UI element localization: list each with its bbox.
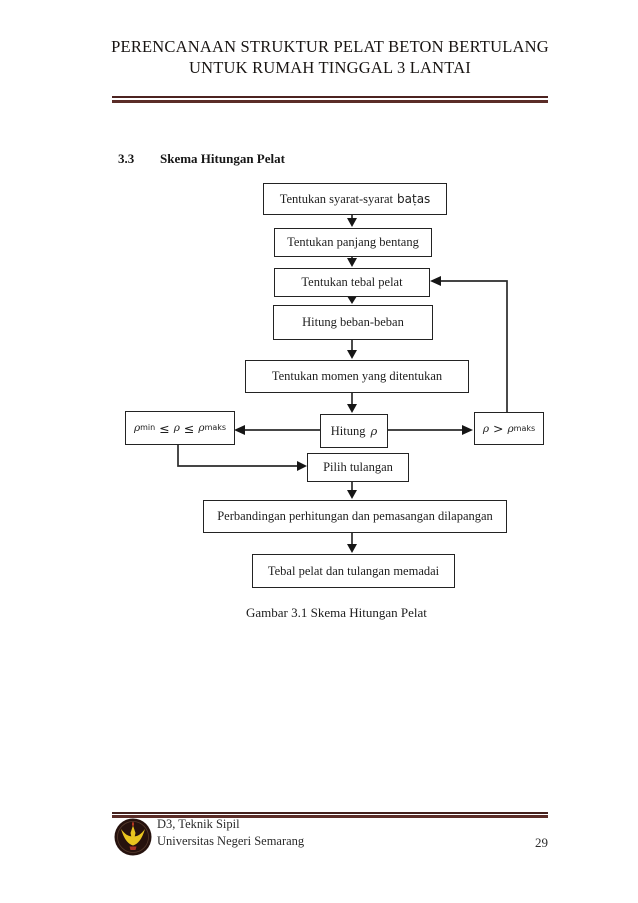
footer-university: Universitas Negeri Semarang xyxy=(157,833,305,848)
footer-divider-thick-line xyxy=(112,815,548,818)
flow-box-pilih-label: Pilih tulangan xyxy=(323,460,393,474)
flow-box-memadai: Tebal pelat dan tulangan memadai xyxy=(252,554,455,588)
leq-operator: ≤ xyxy=(159,420,170,436)
rho-symbol: ρ xyxy=(482,422,489,435)
flow-box-pilih-tulangan: Pilih tulangan xyxy=(307,453,409,482)
rho-symbol: ρ xyxy=(173,422,180,434)
flow-box-beban-label: Hitung beban-beban xyxy=(302,315,404,329)
flow-box-syarat-batas: Tentukan syarat-syarat baṭas xyxy=(263,183,447,215)
flow-box-syarat-label: Tentukan syarat-syarat xyxy=(279,191,394,206)
title-divider-thin-line xyxy=(112,96,548,98)
rho-symbol: ρ xyxy=(507,422,514,435)
flow-box-perbandingan-label: Perbandingan perhitungan dan pemasangan … xyxy=(217,509,493,523)
flow-box-hitung-label: Hitung xyxy=(330,423,366,438)
title-divider-gap xyxy=(112,98,548,100)
flow-box-tebal-pelat: Tentukan tebal pelat xyxy=(274,268,430,297)
section-heading: 3.3 Skema Hitungan Pelat xyxy=(118,151,285,167)
page-number: 29 xyxy=(535,835,548,850)
flow-box-panjang-bentang: Tentukan panjang bentang xyxy=(274,228,432,257)
footer-divider-gap xyxy=(112,814,548,815)
flow-box-tebal-label: Tentukan tebal pelat xyxy=(301,275,403,289)
flow-box-panjang-label: Tentukan panjang bentang xyxy=(287,235,419,249)
title-line-2: UNTUK RUMAH TINGGAL 3 LANTAI xyxy=(189,58,471,77)
flow-box-perbandingan: Perbandingan perhitungan dan pemasangan … xyxy=(203,500,507,533)
figure-caption: Gambar 3.1 Skema Hitungan Pelat xyxy=(246,605,427,620)
flow-box-beban: Hitung beban-beban xyxy=(273,305,433,340)
unnes-logo-icon xyxy=(114,818,152,856)
section-title: Skema Hitungan Pelat xyxy=(160,151,285,166)
title-divider-thick-line xyxy=(112,100,548,103)
flow-box-momen-label: Tentukan momen yang ditentukan xyxy=(271,369,443,383)
flow-box-momen: Tentukan momen yang ditentukan xyxy=(245,360,469,393)
flow-box-syarat-suffix: baṭas xyxy=(397,192,431,206)
footer-divider-thin-line xyxy=(112,812,548,814)
rho-symbol: ρ xyxy=(370,424,378,438)
title-divider xyxy=(112,96,548,103)
footer-text: D3, Teknik Sipil Universitas Negeri Sema… xyxy=(157,816,304,849)
rho-symbol: ρ xyxy=(133,422,141,434)
gt-operator: > xyxy=(493,421,504,436)
footer-divider xyxy=(112,812,548,818)
flow-box-memadai-label: Tebal pelat dan tulangan memadai xyxy=(267,563,440,578)
document-title: PERENCANAAN STRUKTUR PELAT BETON BERTULA… xyxy=(101,36,559,78)
leq-operator: ≤ xyxy=(183,420,195,436)
rho-symbol: ρ xyxy=(198,422,205,434)
title-line-1: PERENCANAAN STRUKTUR PELAT BETON BERTULA… xyxy=(111,37,549,56)
footer-dept: D3, Teknik Sipil xyxy=(157,817,240,831)
section-number: 3.3 xyxy=(118,151,135,166)
